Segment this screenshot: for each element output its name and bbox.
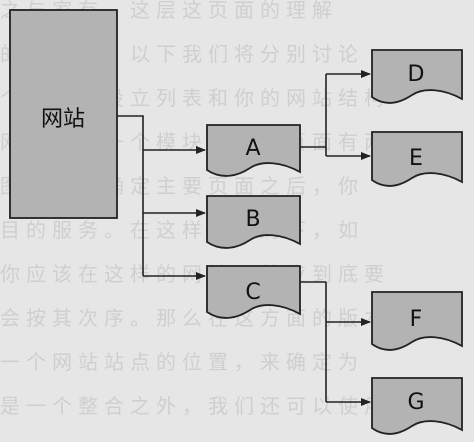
root-connectors [117,115,206,280]
root-node-box [9,9,118,219]
root-node-label: 网站 [41,107,85,132]
node-e-label: E [409,146,423,171]
a-connectors [300,70,371,160]
node-d-shape [371,49,463,104]
node-f-label: F [410,307,423,332]
root-trunk-line [117,115,144,276]
node-d: D [371,49,463,104]
node-b-label: B [245,207,260,232]
node-e: E [371,131,463,187]
node-a-label: A [245,136,260,161]
node-c-label: C [245,280,260,305]
background-text-line: 一个网站站点的位置，来确定为 [0,350,364,374]
node-b: B [206,195,301,249]
node-a: A [206,124,301,177]
node-f-shape [371,291,463,351]
node-g: G [371,377,463,435]
node-d-label: D [408,62,425,87]
node-c: C [206,265,301,319]
node-g-label: G [407,390,424,415]
node-c-shape [206,265,301,319]
background-text-line: 是一个整合之外，我们还可以使用下 [0,394,416,418]
node-f: F [371,291,463,351]
node-a-shape [206,124,301,177]
node-e-shape [371,131,463,187]
c-connectors [300,281,371,406]
node-b-shape [206,195,301,249]
node-g-shape [371,377,463,435]
root-node-website: 网站 [9,9,118,219]
